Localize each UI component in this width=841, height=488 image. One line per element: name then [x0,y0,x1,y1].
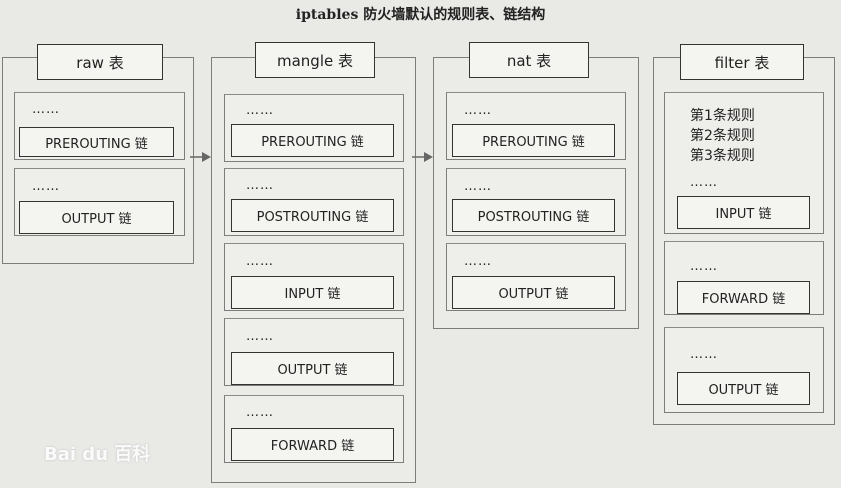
raw-prerouting-dots: …… [32,102,60,117]
filter-rule-3: 第3条规则 [690,148,755,164]
filter-output-dots: …… [690,347,718,362]
mangle-prerouting-dots: …… [246,103,274,118]
mangle-table-label: mangle 表 [255,42,375,78]
mangle-output-label: OUTPUT 链 [231,352,394,385]
arrow-raw-to-mangle [190,152,211,162]
mangle-prerouting-label: PREROUTING 链 [231,124,394,157]
mangle-forward-dots: …… [246,405,274,420]
mangle-forward-label: FORWARD 链 [231,428,394,461]
mangle-output-dots: …… [246,329,274,344]
raw-prerouting-label: PREROUTING 链 [19,127,174,157]
mangle-input-label: INPUT 链 [231,276,394,309]
baidu-watermark: Bai du 百科 [44,444,151,465]
filter-output-label: OUTPUT 链 [677,372,810,405]
raw-output-dots: …… [32,179,60,194]
filter-rules-list: 第1条规则 第2条规则 第3条规则 [690,106,755,166]
raw-table-label: raw 表 [37,44,163,80]
nat-postrouting-dots: …… [464,179,492,194]
filter-forward-label: FORWARD 链 [677,281,810,314]
nat-table-label: nat 表 [469,42,589,78]
mangle-postrouting-label: POSTROUTING 链 [231,199,394,232]
nat-prerouting-label: PREROUTING 链 [452,124,615,157]
filter-forward-dots: …… [690,259,718,274]
arrow-mangle-to-nat [412,152,433,162]
mangle-input-dots: …… [246,254,274,269]
nat-prerouting-dots: …… [464,103,492,118]
filter-input-label: INPUT 链 [677,196,810,229]
nat-output-label: OUTPUT 链 [452,276,615,309]
diagram-title: iptables 防火墙默认的规则表、链结构 [295,7,546,23]
filter-table-label: filter 表 [680,44,804,80]
raw-output-label: OUTPUT 链 [19,201,174,234]
nat-postrouting-label: POSTROUTING 链 [452,199,615,232]
filter-rule-1: 第1条规则 [690,108,755,124]
filter-input-dots: …… [690,175,718,190]
nat-output-dots: …… [464,254,492,269]
mangle-postrouting-dots: …… [246,178,274,193]
filter-rule-2: 第2条规则 [690,128,755,144]
